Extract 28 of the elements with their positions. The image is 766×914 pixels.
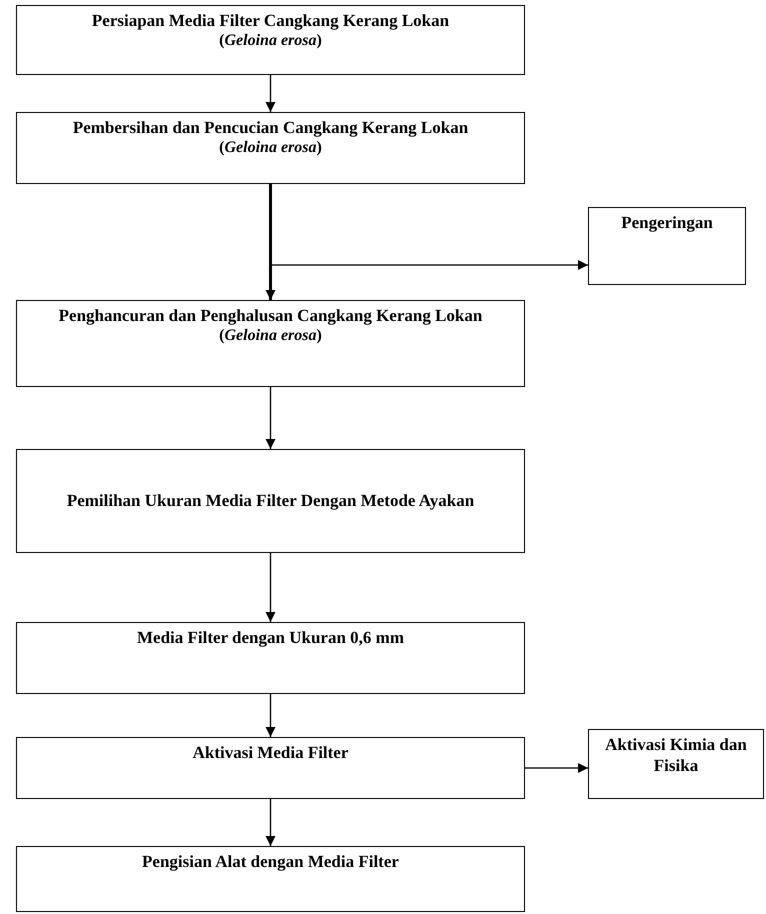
process-box [16,737,525,799]
step-title: Penghancuran dan Penghalusan Cangkang Kerang Lokan [58,305,482,326]
arrow [266,387,276,449]
species-name: (Geloina erosa) [219,326,322,346]
species-name: (Geloina erosa) [219,138,322,158]
arrow [266,75,276,112]
process-box [16,5,525,75]
process-box [588,729,764,799]
process-box [16,449,525,553]
step-title: Persiapan Media Filter Cangkang Kerang Lokan [92,10,450,32]
step-title: Pengisian Alat dengan Media Filter [142,851,399,872]
step-title: Aktivasi Media Filter [192,742,348,764]
process-box [16,300,525,387]
arrow [266,799,276,846]
process-box [588,207,746,285]
arrow [266,184,276,300]
step-title: Media Filter dengan Ukuran 0,6 mm [137,627,404,648]
arrow [266,553,276,622]
arrow [266,694,276,737]
step-title: Pengeringan [621,212,713,234]
step-title: Aktivasi Kimia dan Fisika [604,734,748,776]
species-name: (Geloina erosa) [219,31,322,52]
step-title: Pemilihan Ukuran Media Filter Dengan Metode Ayakan [66,490,474,512]
process-box [16,846,525,912]
step-title: Pembersihan dan Pencucian Cangkang Kerang Lokan [72,117,468,138]
process-box [16,112,525,184]
arrow [525,763,588,773]
process-box [16,622,525,694]
